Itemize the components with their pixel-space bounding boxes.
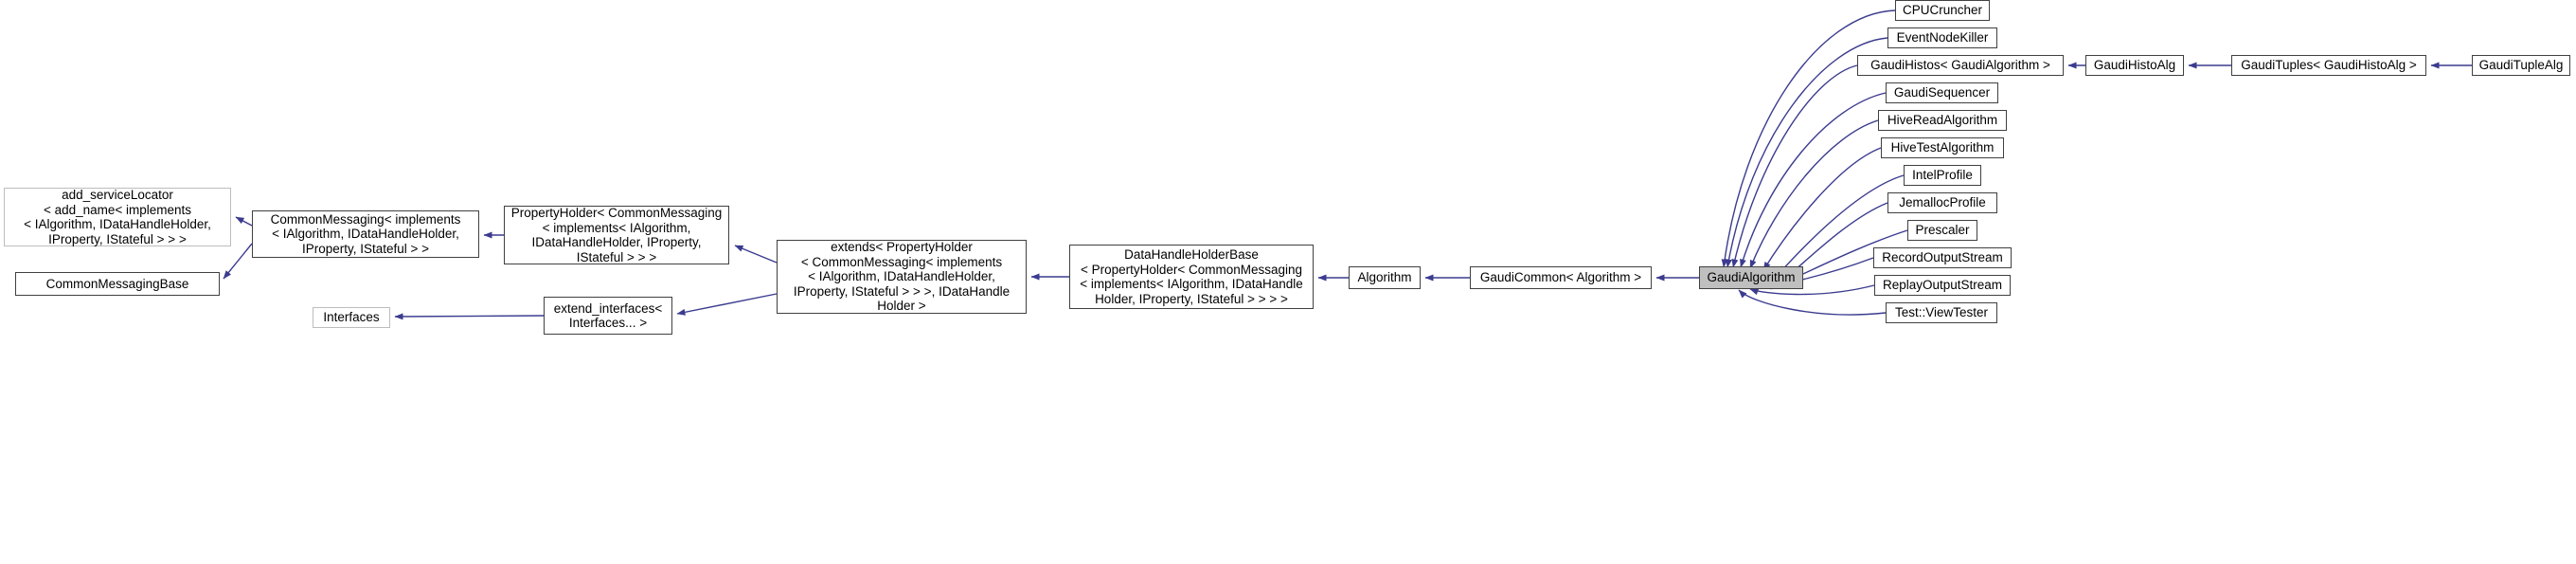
class-node-HiveReadAlgorithm[interactable]: HiveReadAlgorithm [1878, 110, 2007, 131]
class-node-Interfaces[interactable]: Interfaces [313, 307, 390, 328]
edge-HiveReadAlgorithm-to-GaudiAlgorithm [1749, 119, 1879, 269]
class-node-label: Interfaces [323, 310, 380, 325]
class-node-GaudiTupleAlg[interactable]: GaudiTupleAlg [2472, 55, 2570, 76]
class-node-label: GaudiHistoAlg [2093, 58, 2176, 73]
class-node-label: ReplayOutputStream [1882, 278, 2003, 293]
class-node-label: GaudiAlgorithm [1707, 270, 1796, 285]
class-node-GaudiAlgorithm[interactable]: GaudiAlgorithm [1699, 266, 1803, 289]
edge-CPUCruncher-to-GaudiAlgorithm [1721, 9, 1896, 268]
edge-extend_interfaces-to-Interfaces [394, 313, 545, 320]
edge-extends-to-PropertyHolder [734, 245, 778, 264]
class-node-GaudiHistoAlg[interactable]: GaudiHistoAlg [2085, 55, 2184, 76]
class-node-Prescaler[interactable]: Prescaler [1907, 220, 1977, 241]
class-node-label: add_serviceLocator < add_name< implement… [24, 188, 211, 246]
class-node-label: CPUCruncher [1902, 3, 1983, 18]
class-node-extend_interfaces[interactable]: extend_interfaces< Interfaces... > [544, 297, 672, 335]
class-node-IntelProfile[interactable]: IntelProfile [1904, 165, 1981, 186]
class-node-label: GaudiHistos< GaudiAlgorithm > [1870, 58, 2050, 73]
class-node-label: extend_interfaces< Interfaces... > [553, 300, 663, 331]
class-node-GaudiCommon[interactable]: GaudiCommon< Algorithm > [1470, 266, 1652, 289]
class-node-label: GaudiTuples< GaudiHistoAlg > [2241, 58, 2417, 73]
class-node-label: GaudiSequencer [1893, 85, 1991, 100]
class-node-label: GaudiTupleAlg [2478, 58, 2564, 73]
class-node-label: extends< PropertyHolder < CommonMessagin… [793, 240, 1011, 314]
edge-CommonMessaging-to-CommonMessagingBase [223, 243, 253, 280]
class-node-label: IntelProfile [1912, 168, 1973, 183]
class-node-label: Algorithm [1357, 270, 1412, 285]
class-node-ReplayOutputStream[interactable]: ReplayOutputStream [1874, 275, 2011, 296]
edge-CommonMessaging-to-add_serviceLocator [235, 216, 253, 227]
class-node-Algorithm[interactable]: Algorithm [1349, 266, 1421, 289]
class-node-CommonMessagingBase[interactable]: CommonMessagingBase [15, 272, 220, 296]
edge-TestViewTester-to-GaudiAlgorithm [1738, 289, 1887, 316]
class-node-RecordOutputStream[interactable]: RecordOutputStream [1873, 247, 2012, 268]
class-node-HiveTestAlgorithm[interactable]: HiveTestAlgorithm [1881, 137, 2004, 158]
class-node-JemallocProfile[interactable]: JemallocProfile [1887, 192, 1997, 213]
class-node-extends[interactable]: extends< PropertyHolder < CommonMessagin… [777, 240, 1027, 314]
class-node-CPUCruncher[interactable]: CPUCruncher [1895, 0, 1990, 21]
class-node-label: EventNodeKiller [1896, 30, 1989, 45]
class-node-label: JemallocProfile [1899, 195, 1986, 210]
class-node-GaudiHistos[interactable]: GaudiHistos< GaudiAlgorithm > [1857, 55, 2064, 76]
class-node-label: Test::ViewTester [1894, 305, 1989, 320]
class-node-DataHandleHolderBase[interactable]: DataHandleHolderBase < PropertyHolder< C… [1069, 245, 1314, 309]
class-node-label: CommonMessaging< implements < IAlgorithm… [270, 211, 461, 256]
edge-GaudiSequencer-to-GaudiAlgorithm [1740, 92, 1887, 268]
class-node-EventNodeKiller[interactable]: EventNodeKiller [1887, 27, 1997, 48]
class-node-CommonMessaging[interactable]: CommonMessaging< implements < IAlgorithm… [252, 210, 479, 258]
edge-HiveTestAlgorithm-to-GaudiAlgorithm [1762, 147, 1882, 271]
edge-GaudiHistos-to-GaudiAlgorithm [1731, 64, 1858, 268]
class-node-add_serviceLocator[interactable]: add_serviceLocator < add_name< implement… [4, 188, 231, 246]
class-node-label: RecordOutputStream [1882, 250, 2003, 265]
class-node-PropertyHolder[interactable]: PropertyHolder< CommonMessaging < implem… [504, 206, 729, 264]
class-node-label: Prescaler [1915, 223, 1970, 238]
class-node-GaudiTuples[interactable]: GaudiTuples< GaudiHistoAlg > [2231, 55, 2426, 76]
class-node-label: GaudiCommon< Algorithm > [1479, 270, 1642, 285]
class-node-TestViewTester[interactable]: Test::ViewTester [1886, 302, 1997, 323]
class-node-GaudiSequencer[interactable]: GaudiSequencer [1886, 82, 1998, 103]
class-node-label: CommonMessagingBase [45, 276, 189, 291]
class-node-label: DataHandleHolderBase < PropertyHolder< C… [1080, 247, 1303, 306]
class-node-label: HiveReadAlgorithm [1887, 113, 1998, 128]
edge-extends-to-extend_interfaces [676, 293, 778, 316]
class-node-label: PropertyHolder< CommonMessaging < implem… [510, 206, 723, 264]
class-node-label: HiveTestAlgorithm [1890, 140, 1995, 155]
